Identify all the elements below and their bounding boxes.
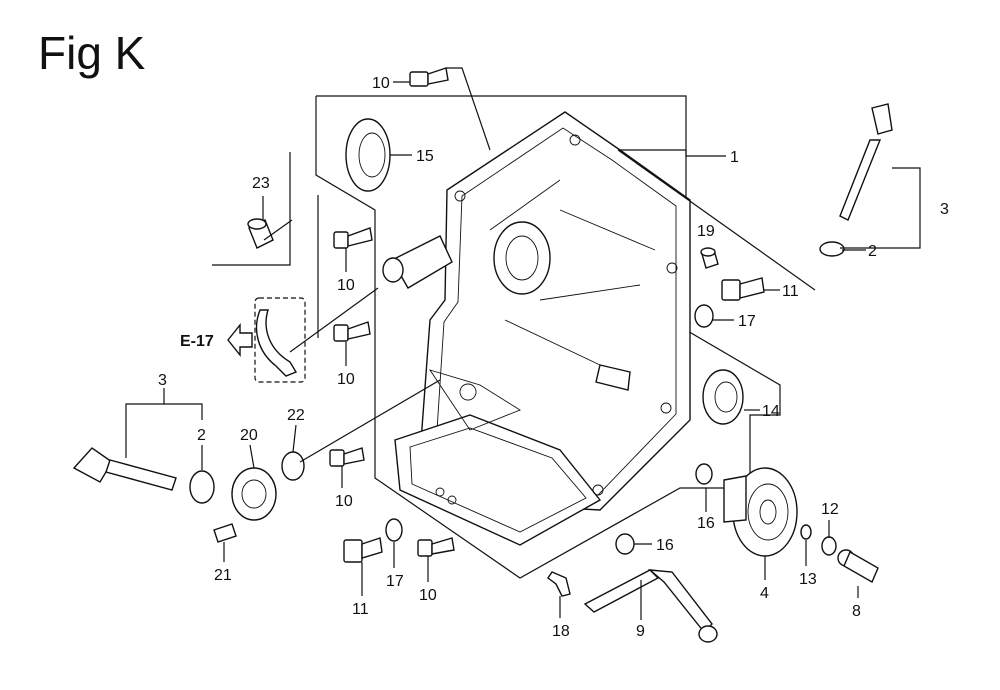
governor-arm-9 (583, 569, 718, 643)
callout-10-left-upper: 10 (337, 277, 355, 294)
nut-16-right (695, 463, 713, 485)
pin-18 (547, 571, 571, 597)
callout-10-left-lower: 10 (337, 371, 355, 388)
oil-dipstick-upper (819, 103, 893, 257)
callout-10-center: 10 (335, 493, 353, 510)
callout-11-right: 11 (782, 283, 799, 300)
bolt-10-top (409, 67, 449, 87)
dowel-19 (700, 247, 719, 269)
oil-seal-15 (345, 118, 391, 192)
callout-2-left: 2 (197, 427, 206, 444)
bolt-11-bottom (343, 537, 383, 563)
nut-16-bottom (615, 533, 635, 555)
callout-10-top: 10 (372, 75, 390, 92)
bolt-10-center (329, 447, 365, 467)
callout-2-right: 2 (868, 243, 877, 260)
callout-21: 21 (214, 567, 232, 584)
bolt-11-right (721, 277, 765, 301)
callout-8: 8 (852, 603, 861, 620)
oil-dipstick-lower (72, 447, 305, 543)
washer-13 (800, 524, 812, 540)
callout-10-bottom: 10 (419, 587, 437, 604)
reference-e17: E-17 (180, 333, 214, 350)
callout-1: 1 (730, 149, 739, 166)
callout-16-right: 16 (697, 515, 715, 532)
callout-17-right: 17 (738, 313, 756, 330)
callout-20: 20 (240, 427, 258, 444)
callout-11-bottom: 11 (352, 601, 369, 618)
callout-4: 4 (760, 585, 769, 602)
callout-9: 9 (636, 623, 645, 640)
washer-17-right (694, 304, 714, 328)
shaft-8 (837, 549, 879, 583)
callout-23: 23 (252, 175, 270, 192)
bolt-10-left-upper (333, 227, 373, 249)
bolt-10-bottom (417, 537, 455, 557)
reference-box (254, 297, 306, 383)
washer-12 (821, 536, 837, 556)
callout-17-bottom: 17 (386, 573, 404, 590)
dowel-pin-23 (247, 218, 274, 249)
figure-title: Fig K (38, 27, 146, 79)
callout-22: 22 (287, 407, 305, 424)
reference-arrow (227, 323, 253, 357)
callout-14: 14 (762, 403, 780, 420)
callout-3-left: 3 (158, 372, 167, 389)
callout-18: 18 (552, 623, 570, 640)
bolt-10-left-lower (333, 321, 371, 342)
washer-17-bottom (385, 518, 403, 542)
callout-19: 19 (697, 223, 715, 240)
callout-16-bottom: 16 (656, 537, 674, 554)
callout-13: 13 (799, 571, 817, 588)
bearing-14 (702, 369, 744, 425)
callout-12: 12 (821, 501, 839, 518)
bracket-line-23 (212, 152, 291, 266)
callout-15: 15 (416, 148, 434, 165)
callout-3-right: 3 (940, 201, 949, 218)
breather-tube (255, 309, 298, 377)
leader-lines (125, 67, 921, 620)
crankcase-cover (382, 111, 691, 546)
governor-gear-4 (723, 467, 798, 557)
